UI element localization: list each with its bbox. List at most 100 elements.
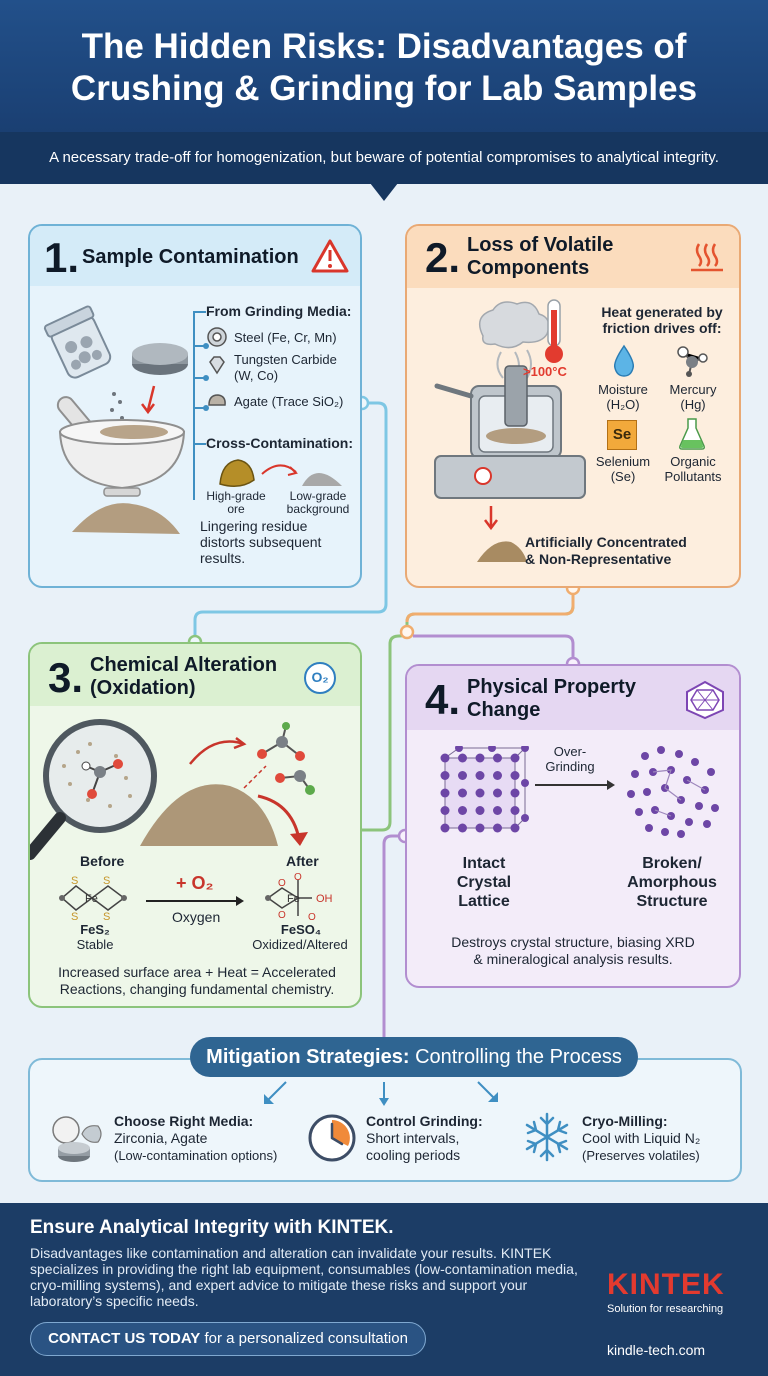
card1-title: Sample Contamination (82, 246, 299, 268)
selenium-symbol: Se (607, 420, 637, 450)
card4-number: 4. (425, 676, 461, 723)
moisture-label: Moisture(H₂O) (598, 382, 648, 412)
media-agate: Agate (Trace SiO₂) (234, 394, 344, 409)
flask-icon (679, 418, 705, 450)
svg-text:S: S (103, 875, 110, 887)
mitigation-cryo: Cryo-Milling:Cool with Liquid N₂(Preserv… (582, 1113, 701, 1163)
bracket (193, 311, 209, 500)
fes2-label: FeS₂ (80, 922, 110, 937)
down-arrow-and-pile (477, 506, 527, 562)
temperature-label: >100°C (523, 364, 567, 379)
card1-header (30, 226, 360, 286)
oxygen-badge-icon: O₂ (304, 662, 336, 694)
oxygen-label: Oxygen (172, 909, 221, 925)
mitigation-box (28, 1058, 742, 1182)
subtitle: A necessary trade-off for homogenization… (0, 132, 768, 184)
card1-number: 1. (44, 234, 80, 281)
fes2-molecule-icon: S S S S Fe (59, 875, 127, 922)
card-sample-contamination: 1. Sample Contamination From Grinding Me… (28, 224, 362, 588)
grinder-machine-illustration (434, 301, 586, 499)
crystal-lattice-illustration (440, 746, 529, 833)
plus-oxygen: + O₂ (176, 873, 214, 893)
amorphous-structure-illustration (627, 746, 719, 838)
svg-text:S: S (71, 911, 78, 922)
feso4-label: FeSO₄ (280, 922, 322, 937)
kintek-logo: KINTEK (607, 1268, 725, 1301)
mitigation-heading: Mitigation Strategies: Controlling the P… (190, 1037, 638, 1077)
footer-body: Disadvantages like contamination and alt… (30, 1245, 578, 1309)
title-line-1: The Hidden Risks: Disadvantages of (81, 27, 687, 66)
header-banner (0, 0, 768, 132)
agate-stone-icon (208, 394, 226, 406)
footer-title: Ensure Analytical Integrity with KINTEK. (30, 1217, 394, 1238)
card-chemical-alteration: 3. Chemical Alteration(Oxidation) O₂ Bef… (28, 642, 362, 1008)
media-heading: From Grinding Media: (206, 303, 352, 319)
mercury-label: Mercury(Hg) (669, 382, 717, 412)
cross-contamination-illustration (219, 459, 342, 487)
card2-number: 2. (425, 234, 461, 281)
mitigation-grinding: Control Grinding:Short intervals,cooling… (366, 1113, 483, 1163)
volatile-result: Artificially Concentrated& Non-Represent… (525, 534, 687, 567)
mitigation-arrows (264, 1081, 498, 1106)
snowflake-icon (525, 1112, 569, 1162)
svg-text:O: O (278, 910, 286, 921)
cross-heading: Cross-Contamination: (206, 435, 353, 451)
before-label: Before (80, 853, 125, 869)
magnifier-illustration (30, 719, 315, 860)
card4-summary: Destroys crystal structure, biasing XRD&… (451, 934, 695, 967)
mortar-pestle-illustration (43, 305, 188, 534)
brand-tagline: Solution for researching (607, 1303, 724, 1315)
card2-header (407, 226, 739, 288)
feso4-molecule-icon: OO OO OH Fe (265, 872, 333, 923)
title-line-2: Crushing & Grinding for Lab Samples (70, 69, 698, 108)
brand-url[interactable]: kindle-tech.com (607, 1342, 706, 1358)
media-tungsten-sub: (W, Co) (234, 368, 279, 383)
svg-text:O: O (308, 912, 316, 923)
heat-icon (691, 243, 723, 272)
over-grinding-label: Over-Grinding (545, 744, 595, 774)
media-steel: Steel (Fe, Cr, Mn) (234, 330, 337, 345)
svg-text:Fe: Fe (85, 893, 98, 905)
diamond-icon (209, 356, 225, 375)
mercury-molecule-icon (677, 346, 708, 377)
water-drop-icon (613, 344, 635, 377)
selenium-label: Selenium(Se) (595, 454, 651, 484)
after-label: After (286, 853, 319, 869)
page-title: The Hidden Risks: Disadvantages of Crush… (0, 26, 768, 110)
stable-label: Stable (76, 937, 114, 952)
card3-number: 3. (48, 654, 84, 701)
subtitle-pointer (370, 183, 398, 201)
oxidized-label: Oxidized/Altered (252, 937, 348, 952)
contact-us-button[interactable]: CONTACT US TODAY for a personalized cons… (30, 1322, 426, 1356)
thermometer-icon (545, 299, 563, 363)
card4-header (407, 666, 739, 730)
steel-ring-icon (207, 327, 227, 347)
card3-summary: Increased surface area + Heat = Accelera… (58, 964, 336, 997)
over-grinding-arrow (535, 780, 615, 790)
media-tungsten: Tungsten Carbide (234, 352, 337, 367)
svg-text:S: S (71, 875, 78, 887)
svg-text:OH: OH (316, 893, 333, 905)
svg-text:O: O (294, 872, 302, 883)
warning-icon (311, 239, 349, 273)
grinding-media-icon (52, 1116, 102, 1162)
timer-icon (308, 1114, 356, 1162)
card3-title: Chemical Alteration(Oxidation) (90, 654, 278, 699)
reaction-arrow (146, 896, 244, 906)
svg-text:O: O (278, 878, 286, 889)
svg-text:Fe: Fe (287, 893, 300, 905)
mitigation-media: Choose Right Media:Zirconia, Agate(Low-c… (114, 1113, 278, 1163)
svg-text:S: S (103, 911, 110, 922)
crystal-icon (686, 680, 724, 720)
